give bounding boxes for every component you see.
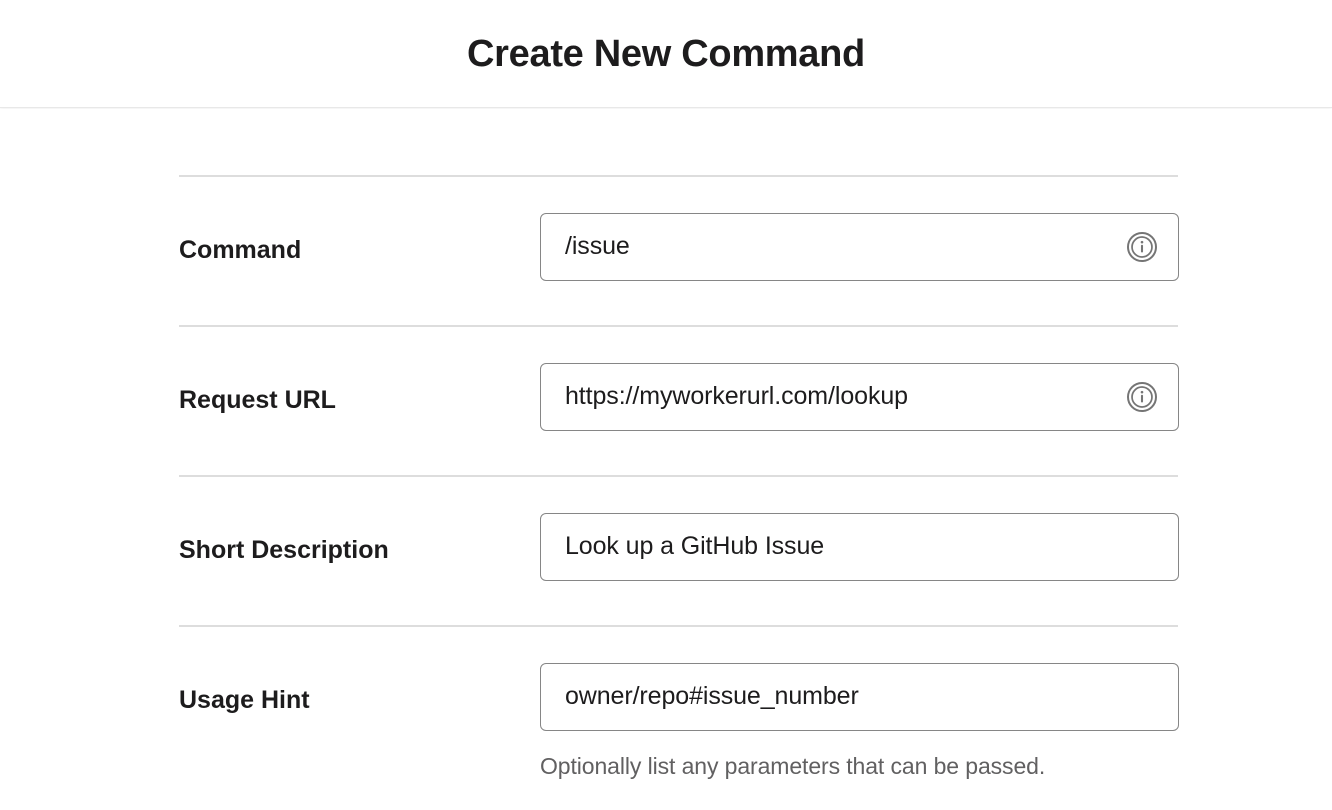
command-input[interactable]: /issue bbox=[540, 213, 1179, 281]
divider bbox=[179, 175, 1178, 177]
request-url-input[interactable]: https://myworkerurl.com/lookup bbox=[540, 363, 1179, 431]
form-rows-container: Command /issue Request bbox=[179, 175, 1179, 781]
command-input-value: /issue bbox=[565, 233, 630, 261]
label-usage-hint: Usage Hint bbox=[179, 686, 310, 714]
request-url-input-value: https://myworkerurl.com/lookup bbox=[565, 383, 908, 411]
label-request-url: Request URL bbox=[179, 386, 336, 414]
label-short-description: Short Description bbox=[179, 536, 389, 564]
command-form: Command /issue Request bbox=[0, 109, 1332, 810]
divider bbox=[179, 625, 1178, 627]
divider bbox=[179, 325, 1178, 327]
row-spacer bbox=[179, 327, 1178, 363]
form-row-short-description: Short Description Look up a GitHub Issue bbox=[179, 513, 1179, 581]
info-circle-icon[interactable] bbox=[1127, 232, 1157, 262]
label-command: Command bbox=[179, 236, 302, 264]
row-spacer bbox=[179, 627, 1178, 663]
page-header: Create New Command bbox=[0, 0, 1332, 108]
field-short-description: Look up a GitHub Issue bbox=[540, 513, 1179, 581]
row-spacer bbox=[179, 431, 1178, 475]
form-row-request-url: Request URL https://myworkerurl.com/look… bbox=[179, 363, 1179, 431]
field-request-url: https://myworkerurl.com/lookup bbox=[540, 363, 1179, 431]
row-spacer bbox=[179, 477, 1178, 513]
short-description-input-value: Look up a GitHub Issue bbox=[565, 533, 825, 561]
field-usage-hint: owner/repo#issue_number Optionally list … bbox=[540, 663, 1179, 781]
short-description-input[interactable]: Look up a GitHub Issue bbox=[540, 513, 1179, 581]
row-spacer bbox=[179, 177, 1178, 213]
row-spacer bbox=[179, 281, 1178, 325]
info-circle-icon[interactable] bbox=[1127, 382, 1157, 412]
form-row-command: Command /issue bbox=[179, 213, 1179, 281]
page-title: Create New Command bbox=[467, 32, 865, 75]
usage-hint-input-value: owner/repo#issue_number bbox=[565, 683, 859, 711]
usage-hint-helper-text: Optionally list any parameters that can … bbox=[540, 753, 1046, 779]
field-command: /issue bbox=[540, 213, 1179, 281]
usage-hint-input[interactable]: owner/repo#issue_number bbox=[540, 663, 1179, 731]
row-spacer bbox=[179, 581, 1178, 625]
form-row-usage-hint: Usage Hint owner/repo#issue_number Optio… bbox=[179, 663, 1179, 781]
divider bbox=[179, 475, 1178, 477]
